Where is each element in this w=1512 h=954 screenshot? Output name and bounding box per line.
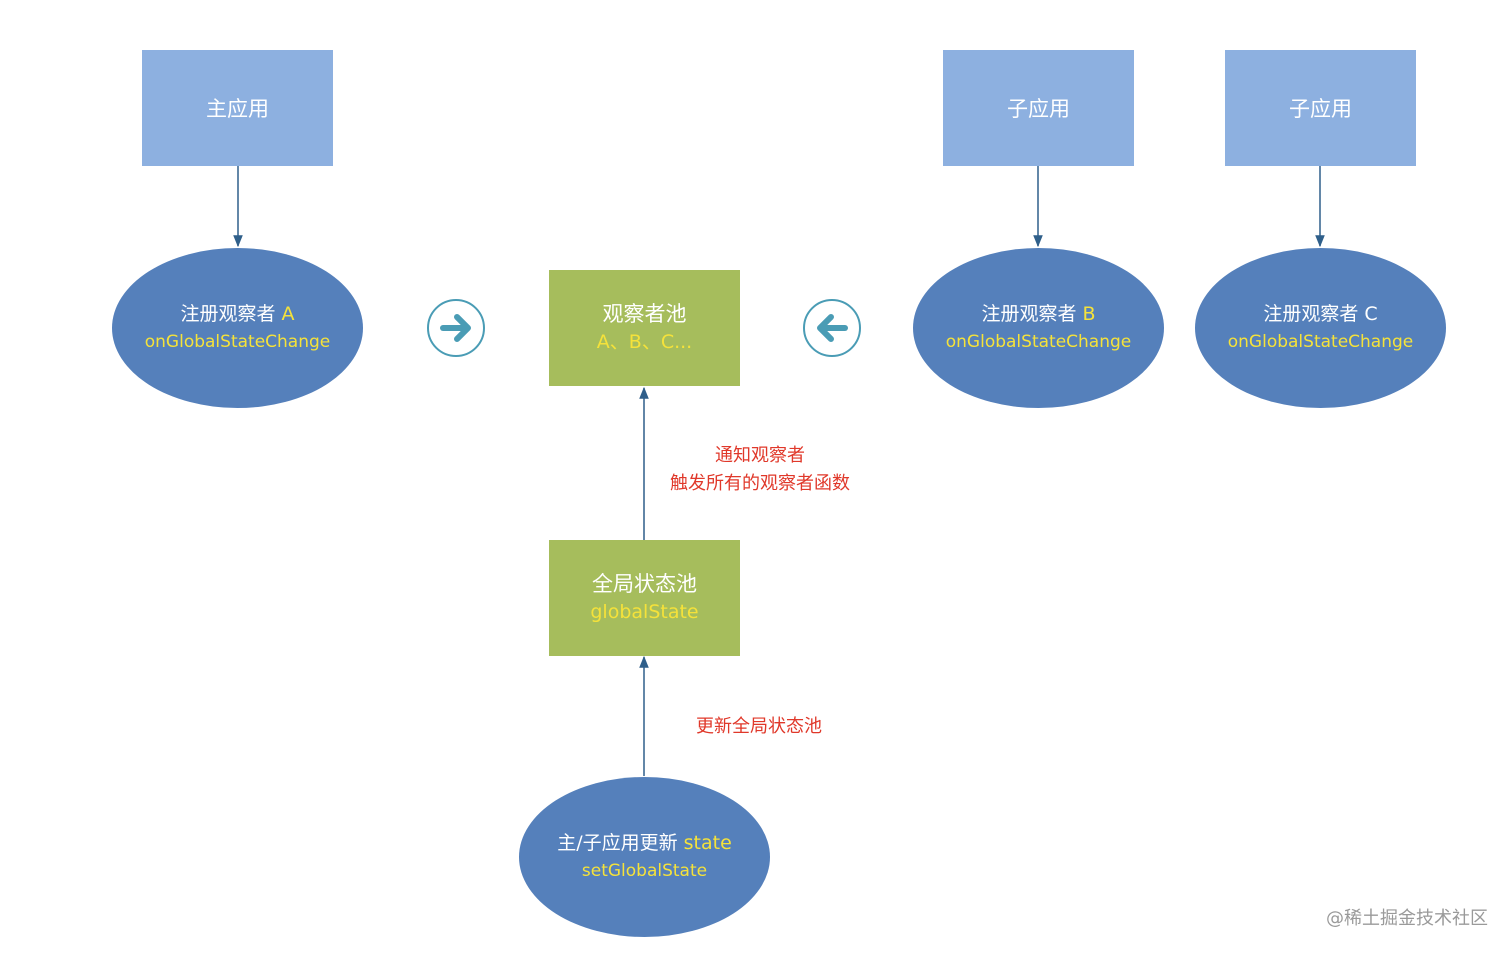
main-app-box: 主应用 <box>142 50 333 166</box>
register-c-title: 注册观察者 <box>1263 303 1359 325</box>
register-a-ellipse: 注册观察者 A onGlobalStateChange <box>112 248 363 408</box>
arrow-left-icon <box>803 299 861 357</box>
main-app-label: 主应用 <box>206 97 269 121</box>
register-a-title: 注册观察者 <box>180 303 276 325</box>
notify-label-line2: 触发所有的观察者函数 <box>670 473 850 494</box>
register-c-subtitle: onGlobalStateChange <box>1227 332 1414 352</box>
sub-app-b-box: 子应用 <box>943 50 1134 166</box>
register-c-title-line: 注册观察者 C <box>1263 300 1377 328</box>
update-state-subtitle: setGlobalState <box>581 861 708 881</box>
update-pool-label-text: 更新全局状态池 <box>696 716 822 737</box>
register-a-subtitle: onGlobalStateChange <box>144 332 331 352</box>
register-b-ellipse: 注册观察者 B onGlobalStateChange <box>913 248 1164 408</box>
observer-pool-subtitle: A、B、C... <box>596 331 693 353</box>
arrow-right-icon <box>427 299 485 357</box>
sub-app-c-label: 子应用 <box>1289 97 1352 121</box>
register-c-suffix: C <box>1364 303 1378 325</box>
register-b-suffix: B <box>1082 303 1096 325</box>
sub-app-c-box: 子应用 <box>1225 50 1416 166</box>
observer-pool-box: 观察者池 A、B、C... <box>549 270 740 386</box>
sub-app-b-label: 子应用 <box>1007 97 1070 121</box>
update-pool-label: 更新全局状态池 <box>686 713 832 741</box>
register-b-subtitle: onGlobalStateChange <box>945 332 1132 352</box>
register-b-title-line: 注册观察者 B <box>981 300 1095 328</box>
global-state-pool-title: 全局状态池 <box>592 572 697 596</box>
notify-label-line1: 通知观察者 <box>715 445 805 466</box>
register-b-title: 注册观察者 <box>981 303 1077 325</box>
update-state-suffix: state <box>683 832 732 854</box>
register-a-title-line: 注册观察者 A <box>180 300 294 328</box>
global-state-pool-box: 全局状态池 globalState <box>549 540 740 656</box>
register-a-suffix: A <box>281 303 295 325</box>
observer-pool-title: 观察者池 <box>602 302 687 326</box>
watermark: @稀土掘金技术社区 <box>1326 908 1488 929</box>
update-state-ellipse: 主/子应用更新 state setGlobalState <box>519 777 770 937</box>
register-c-ellipse: 注册观察者 C onGlobalStateChange <box>1195 248 1446 408</box>
update-state-title: 主/子应用更新 <box>557 832 678 854</box>
global-state-pool-subtitle: globalState <box>590 601 699 623</box>
update-state-title-line: 主/子应用更新 state <box>557 829 732 857</box>
notify-label: 通知观察者 触发所有的观察者函数 <box>662 442 858 498</box>
